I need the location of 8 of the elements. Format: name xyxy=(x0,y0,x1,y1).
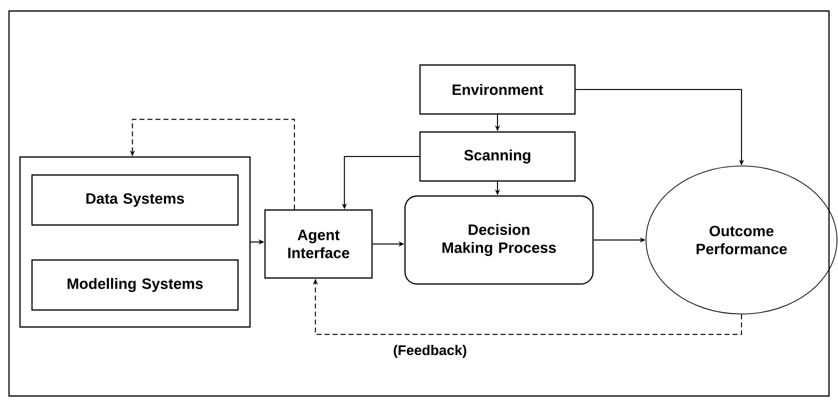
process-box: Environment xyxy=(419,64,576,115)
process-box: Data Systems xyxy=(31,174,239,226)
process-box: Modelling Systems xyxy=(31,259,239,311)
process-box: Scanning xyxy=(419,131,576,182)
container-box xyxy=(19,156,251,328)
edge-label: (Feedback) xyxy=(392,344,468,359)
process-box: Decision Making Process xyxy=(404,195,594,285)
process-box: Agent Interface xyxy=(264,209,373,279)
